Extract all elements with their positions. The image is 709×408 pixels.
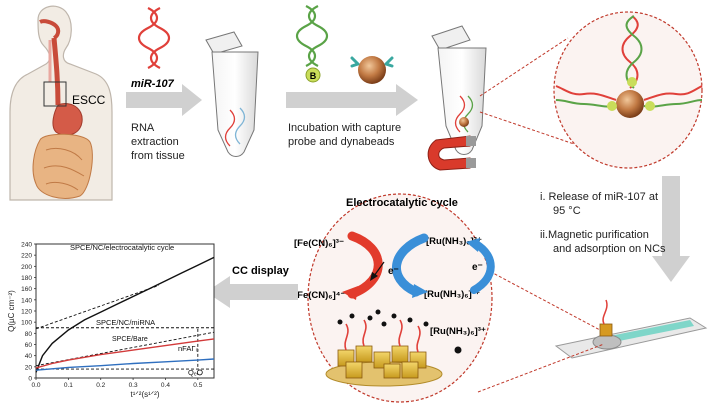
incubation-text: Incubation with capture probe and dynabe… — [288, 122, 404, 148]
y-tick-label: 80 — [25, 331, 33, 338]
purification-line-1: ii.Magnetic purification — [540, 229, 649, 241]
rna-step-line-2: extraction — [131, 136, 179, 148]
red-arrowhead-icon — [342, 286, 358, 300]
purification-line-2: and adsorption on NCs — [553, 243, 666, 255]
y-tick-label: 160 — [21, 286, 32, 293]
electron-transfer-line — [373, 261, 385, 277]
escc-label: ESCC — [72, 93, 106, 107]
fe-cn6-4minus-label: [Fe(CN)₆]⁴⁻ — [294, 290, 346, 301]
y-tick-label: 180 — [21, 275, 32, 282]
step-arrow-1 — [126, 84, 202, 116]
nanocube-electrode-icon — [325, 309, 462, 387]
rna-extraction-text: RNA extraction from tissue — [131, 122, 185, 162]
capture-probe-icon: B — [295, 5, 329, 83]
escc-highlight-box — [43, 81, 67, 107]
blue-oxidation-arrow — [392, 233, 429, 297]
human-silhouette-icon — [9, 5, 113, 201]
series-label-electrocatalytic: SPCE/NC/electrocatalytic cycle — [70, 243, 174, 252]
chart-plot-area — [35, 243, 215, 379]
series-line-2 — [35, 338, 215, 369]
y-tick-label: 140 — [21, 297, 32, 304]
y-tick-label: 200 — [21, 264, 32, 271]
x-tick-label: 0.5 — [193, 382, 202, 389]
series-line-3 — [35, 358, 215, 371]
ru-nh3-3plus-label: [Ru(NH₃)₆]³⁺ — [424, 289, 480, 300]
zoom-circle-capture — [553, 11, 703, 169]
y-tick-label: 100 — [21, 320, 32, 327]
biotin-marker: B — [310, 71, 317, 81]
step-arrow-4 — [206, 276, 298, 308]
fe-cn6-3minus-label: [Fe(CN)₆]³⁻ — [294, 238, 344, 249]
zoom-line-bottom — [479, 111, 575, 145]
dynabead-icon — [350, 56, 394, 84]
annotation-nfagamma: nFAΓ₀ — [178, 344, 199, 353]
blue-regen-arrowhead-icon — [466, 238, 480, 252]
cc-chart: 0 20 40 60 80 100 120 140 160 180 200 220 240 0.0 0.1 0… — [7, 242, 215, 399]
y-tick-label: 120 — [21, 309, 32, 316]
blue-arrowhead-icon — [412, 284, 428, 298]
release-line-1: i. Release of miR-107 at — [540, 191, 658, 203]
y-tick-label: 0 — [28, 376, 32, 383]
y-tick-label: 60 — [25, 342, 33, 349]
x-tick-label: 0.4 — [161, 382, 170, 389]
cycle-title: Electrocatalytic cycle — [346, 197, 458, 209]
zoom-line-electrode-1 — [445, 247, 601, 331]
eppendorf-tube-1-icon — [205, 31, 259, 157]
y-tick-label: 20 — [25, 364, 33, 371]
red-reduction-arrow — [347, 231, 383, 299]
rna-step-line-1: RNA — [131, 122, 155, 134]
eppendorf-tube-2-icon — [431, 25, 487, 155]
cc-display-label: CC display — [232, 265, 290, 277]
y-tick-label: 240 — [21, 242, 32, 249]
y-tick-label: 40 — [25, 353, 33, 360]
series-label-bare: SPCE/Bare — [112, 336, 148, 343]
y-axis-label: Q(µC cm⁻²) — [7, 290, 16, 332]
extrapolation-line-electrocatalytic — [35, 284, 160, 330]
release-line-2: 95 °C — [553, 205, 581, 217]
zoom-line-top — [479, 37, 569, 97]
x-axis-label: t¹ᐟ²(s¹ᐟ²) — [131, 390, 160, 399]
screen-printed-electrode-icon — [554, 299, 708, 359]
x-tick-label: 0.3 — [129, 382, 138, 389]
x-tick-label: 0.1 — [64, 382, 73, 389]
ru-nh3-2plus-label: [Ru(NH₃)₆]²⁺ — [426, 236, 482, 247]
mirna-strand-icon — [137, 7, 171, 69]
release-text: i. Release of miR-107 at 95 °C ii.Magnet… — [540, 191, 666, 255]
step-arrow-3 — [652, 176, 690, 282]
electron-left-label: e⁻ — [388, 266, 399, 277]
blue-regeneration-arrow — [470, 240, 495, 294]
magnet-icon — [427, 135, 476, 171]
ru-free-label: [Ru(NH₃)₆]³⁺ — [430, 326, 486, 337]
x-tick-label: 0.0 — [31, 382, 40, 389]
x-tick-label: 0.2 — [96, 382, 105, 389]
rna-step-line-3: from tissue — [131, 150, 185, 162]
series-label-mirna: SPCE/NC/miRNA — [96, 318, 155, 327]
mirna-label: miR-107 — [131, 78, 175, 90]
electron-right-label: e⁻ — [472, 262, 483, 273]
zoom-line-electrode-2 — [477, 343, 605, 393]
incubation-line-1: Incubation with capture — [288, 122, 401, 134]
step-arrow-2 — [286, 84, 418, 116]
electron-arrowhead-icon — [370, 272, 378, 281]
series-line-1 — [35, 256, 215, 373]
qdl-marker — [196, 369, 203, 376]
incubation-line-2: probe and dynabeads — [288, 136, 395, 148]
annotation-qdl: Qₑₗ — [188, 368, 198, 377]
y-tick-label: 220 — [21, 253, 32, 260]
